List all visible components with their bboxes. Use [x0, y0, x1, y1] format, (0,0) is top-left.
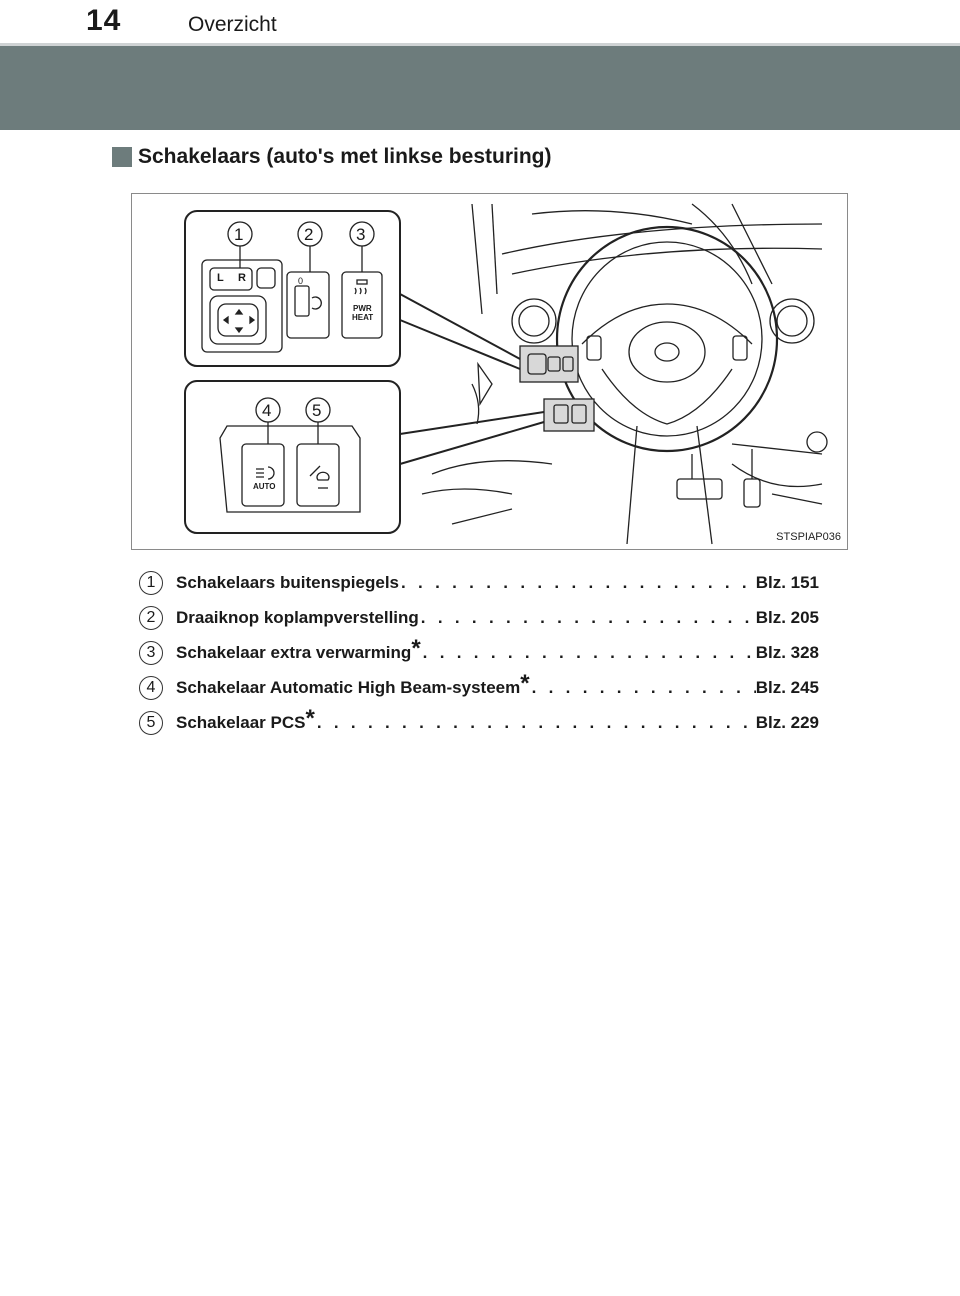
- section-title: Overzicht: [188, 13, 277, 36]
- item-label: Schakelaar PCS: [176, 713, 306, 732]
- page-reference-link[interactable]: Blz. 328: [755, 643, 819, 662]
- item-entry: Schakelaar extra verwarming * . . . . . …: [176, 635, 819, 663]
- item-label: Schakelaar extra verwarming: [176, 643, 412, 662]
- level-0-label: 0: [298, 276, 304, 286]
- item-number: 5: [139, 711, 163, 735]
- leader-dots: . . . . . . . . . . . . . . . . . . . . …: [531, 678, 756, 697]
- list-item: 1 Schakelaars buitenspiegels . . . . . .…: [139, 570, 819, 605]
- list-item: 2 Draaiknop koplampverstelling . . . . .…: [139, 605, 819, 640]
- mirror-r-label: R: [238, 272, 246, 284]
- item-number: 4: [139, 676, 163, 700]
- auto-label: AUTO: [253, 482, 276, 491]
- leader-dots: . . . . . . . . . . . . . . . . . . . . …: [422, 643, 756, 662]
- list-item: 3 Schakelaar extra verwarming * . . . . …: [139, 635, 819, 675]
- item-number: 1: [139, 571, 163, 595]
- dashboard-lineart: [421, 203, 828, 545]
- header-band: [0, 46, 960, 130]
- figure-code: STSPIAP036: [776, 531, 841, 543]
- item-entry: Schakelaar PCS * . . . . . . . . . . . .…: [176, 705, 819, 733]
- item-label: Draaiknop koplampverstelling: [176, 608, 419, 627]
- page-reference-link[interactable]: Blz. 151: [755, 573, 819, 592]
- callout-3: 3: [356, 225, 366, 244]
- section-heading: Schakelaars (auto's met linkse besturing…: [112, 145, 551, 169]
- callout-4: 4: [262, 401, 272, 420]
- item-number: 3: [139, 641, 163, 665]
- item-label: Schakelaar Automatic High Beam-systeem: [176, 678, 521, 697]
- page-number: 14: [86, 4, 122, 37]
- switch-list: 1 Schakelaars buitenspiegels . . . . . .…: [139, 570, 819, 745]
- callout-2: 2: [304, 225, 314, 244]
- list-item: 4 Schakelaar Automatic High Beam-systeem…: [139, 670, 819, 710]
- leader-dots: . . . . . . . . . . . . . . . . . . . . …: [401, 573, 756, 592]
- list-item: 5 Schakelaar PCS * . . . . . . . . . . .…: [139, 705, 819, 745]
- item-entry: Schakelaar Automatic High Beam-systeem *…: [176, 670, 819, 698]
- item-entry: Schakelaars buitenspiegels . . . . . . .…: [176, 573, 819, 593]
- header-divider: [0, 43, 960, 46]
- heat-label: HEAT: [352, 313, 374, 322]
- heat-pwr-label: PWR: [353, 304, 372, 313]
- dashboard-drawing: [184, 203, 828, 545]
- item-label: Schakelaars buitenspiegels: [176, 573, 399, 592]
- dashboard-illustration: 1 2 3 4 5 L R 0 PWR HEAT AUTO STSPIAP036: [131, 193, 848, 550]
- item-number: 2: [139, 606, 163, 630]
- page-reference-link[interactable]: Blz. 205: [755, 608, 819, 627]
- leader-dots: . . . . . . . . . . . . . . . . . . . . …: [316, 713, 756, 732]
- leader-dots: . . . . . . . . . . . . . . . . . . . . …: [420, 608, 756, 627]
- page-reference-link[interactable]: Blz. 245: [755, 678, 819, 697]
- item-entry: Draaiknop koplampverstelling . . . . . .…: [176, 608, 819, 628]
- mirror-l-label: L: [217, 272, 224, 284]
- heading-square-icon: [112, 147, 132, 167]
- callout-1: 1: [234, 225, 244, 244]
- page-reference-link[interactable]: Blz. 229: [755, 713, 819, 732]
- heading-text: Schakelaars (auto's met linkse besturing…: [138, 145, 552, 168]
- callout-5: 5: [312, 401, 322, 420]
